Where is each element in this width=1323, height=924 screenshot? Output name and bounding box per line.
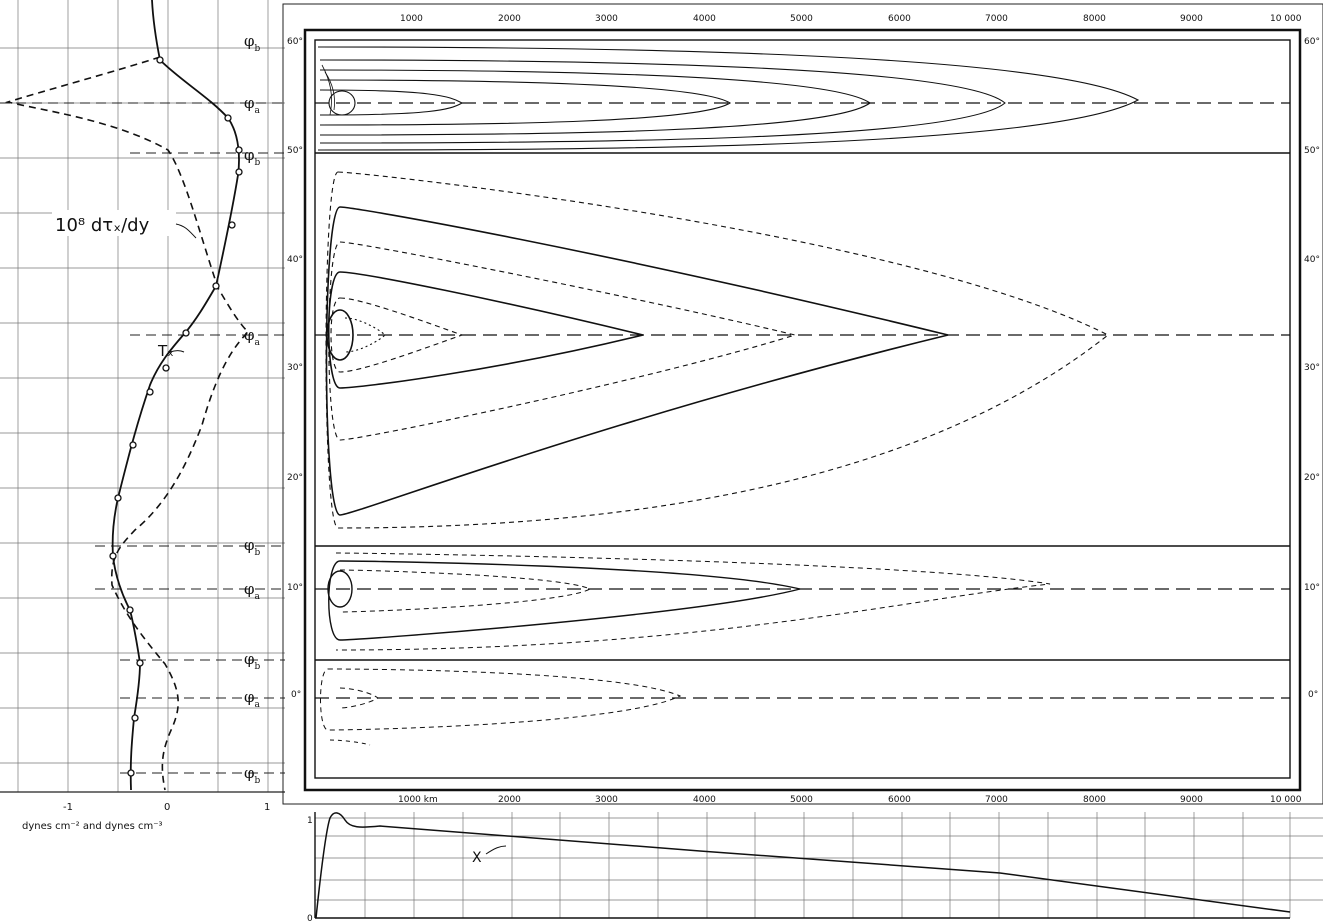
bottom-y-tick-one: 1 bbox=[307, 816, 313, 826]
top-tick-4000: 4000 bbox=[693, 14, 716, 24]
left-tick-minus-one: -1 bbox=[63, 802, 73, 813]
derivative-curve bbox=[5, 56, 250, 791]
left-profile-panel: Tₓ 10⁸ dτₓ/dy -1 0 1 dynes cm⁻² and dyne… bbox=[0, 0, 285, 832]
top-tick-6000: 6000 bbox=[888, 14, 911, 24]
bottom-profile-grid bbox=[315, 812, 1323, 918]
lat-left-60: 60° bbox=[287, 37, 303, 47]
lat-left-20: 20° bbox=[287, 473, 303, 483]
bottom-tick-1000: 1000 km bbox=[398, 795, 438, 805]
ocean-boundary bbox=[314, 39, 1291, 779]
top-tick-10000: 10 000 bbox=[1270, 14, 1302, 24]
lat-left-0: 0° bbox=[291, 690, 301, 700]
panel-outer-frame bbox=[282, 3, 1323, 805]
phi-reference-lines bbox=[0, 102, 285, 774]
phi-label-a-33: φa bbox=[244, 326, 261, 348]
x-profile-curve bbox=[315, 812, 1291, 919]
lat-right-0: 0° bbox=[1308, 690, 1318, 700]
phi-label-a-56: φa bbox=[244, 94, 261, 116]
southern-gyre-dashed bbox=[329, 739, 371, 746]
stress-label-leader bbox=[169, 350, 185, 353]
panel-inner-frame bbox=[303, 28, 1302, 792]
left-tick-zero: 0 bbox=[164, 802, 170, 813]
phi-label-b-4: φb bbox=[244, 650, 261, 672]
derivative-curve-label: 10⁸ dτₓ/dy bbox=[55, 215, 150, 236]
gyre-boundaries bbox=[315, 152, 1290, 661]
bottom-y-tick-zero: 0 bbox=[307, 914, 313, 924]
bottom-tick-5000: 5000 bbox=[790, 795, 813, 805]
phi-label-b-bottom: φb bbox=[244, 764, 261, 786]
phi-label-b-14: φb bbox=[244, 536, 261, 558]
bottom-tick-9000: 9000 bbox=[1180, 795, 1203, 805]
derivative-label-bg bbox=[52, 210, 176, 236]
bottom-tick-10000: 10 000 bbox=[1270, 795, 1302, 805]
lat-left-30: 30° bbox=[287, 363, 303, 373]
bottom-tick-2000: 2000 bbox=[498, 795, 521, 805]
bottom-tick-3000: 3000 bbox=[595, 795, 618, 805]
bottom-tick-8000: 8000 bbox=[1083, 795, 1106, 805]
stress-curve-markers bbox=[109, 56, 243, 777]
top-axis: 1000 2000 3000 4000 5000 6000 7000 8000 … bbox=[400, 14, 1302, 24]
lat-left-50: 50° bbox=[287, 146, 303, 156]
top-tick-7000: 7000 bbox=[985, 14, 1008, 24]
lat-right-50: 50° bbox=[1304, 146, 1320, 156]
phi-labels: φb φa φb φa φb φa φb φa φb bbox=[244, 32, 261, 786]
lat-right-60: 60° bbox=[1304, 37, 1320, 47]
equatorial-gyre-dashed bbox=[320, 668, 682, 731]
gyre-axes bbox=[315, 102, 1290, 699]
lat-left-10: 10° bbox=[287, 583, 303, 593]
top-tick-1000: 1000 bbox=[400, 14, 423, 24]
tropical-gyre-dashed bbox=[335, 552, 1051, 651]
top-tick-3000: 3000 bbox=[595, 14, 618, 24]
top-tick-9000: 9000 bbox=[1180, 14, 1203, 24]
left-profile-grid bbox=[0, 0, 285, 793]
subpolar-gyre-streamlines bbox=[317, 46, 1140, 151]
lat-left-40: 40° bbox=[287, 255, 303, 265]
x-profile-label: X bbox=[472, 850, 482, 866]
main-streamline-panel: 1000 2000 3000 4000 5000 6000 7000 8000 … bbox=[282, 3, 1323, 805]
phi-label-b-top: φb bbox=[244, 32, 261, 54]
bottom-tick-4000: 4000 bbox=[693, 795, 716, 805]
phi-label-a-0: φa bbox=[244, 688, 261, 710]
bottom-axis: 1000 km 2000 3000 4000 5000 6000 7000 80… bbox=[398, 795, 1302, 805]
stress-curve bbox=[111, 0, 240, 791]
phi-label-a-10: φa bbox=[244, 580, 261, 602]
lat-right-40: 40° bbox=[1304, 255, 1320, 265]
latitude-labels: 60° 50° 40° 30° 20° 10° 0° 60° 50° 40° 3… bbox=[287, 37, 1320, 700]
phi-label-b-50: φb bbox=[244, 146, 261, 168]
bottom-tick-6000: 6000 bbox=[888, 795, 911, 805]
left-tick-one: 1 bbox=[264, 802, 270, 813]
subtropical-gyre-dashed bbox=[325, 171, 1110, 529]
bottom-profile-panel: X 1 0 bbox=[307, 812, 1323, 924]
top-tick-8000: 8000 bbox=[1083, 14, 1106, 24]
x-label-leader bbox=[485, 845, 507, 855]
tropical-gyre-streamlines bbox=[327, 560, 801, 641]
lat-right-10: 10° bbox=[1304, 583, 1320, 593]
derivative-label-leader bbox=[175, 223, 197, 239]
lat-right-20: 20° bbox=[1304, 473, 1320, 483]
top-tick-5000: 5000 bbox=[790, 14, 813, 24]
stress-curve-label: Tₓ bbox=[157, 342, 174, 360]
left-units-label: dynes cm⁻² and dynes cm⁻³ bbox=[22, 821, 163, 832]
top-tick-2000: 2000 bbox=[498, 14, 521, 24]
bottom-tick-7000: 7000 bbox=[985, 795, 1008, 805]
lat-right-30: 30° bbox=[1304, 363, 1320, 373]
